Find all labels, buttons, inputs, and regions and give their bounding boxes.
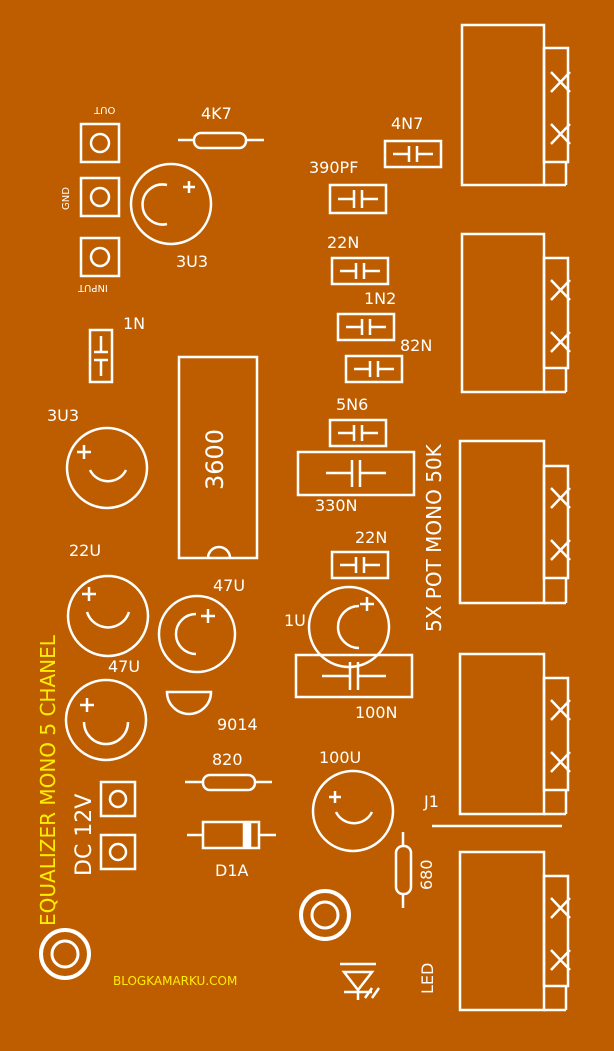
diode-d1a-symbol xyxy=(187,820,276,850)
label-4n7: 4N7 xyxy=(391,114,424,133)
capacitor-4n7-symbol xyxy=(383,139,443,169)
pad-gnd xyxy=(79,176,121,218)
label-3u3-top: 3U3 xyxy=(176,252,209,271)
label-4k7: 4K7 xyxy=(201,104,232,123)
potentiometer-5 xyxy=(458,850,571,1012)
label-out: OUT xyxy=(94,104,116,115)
label-3u3-left: 3U3 xyxy=(47,406,80,425)
capacitor-47u-left-symbol xyxy=(64,678,148,762)
capacitor-82n-symbol xyxy=(344,354,404,384)
label-gnd: GND xyxy=(61,187,72,210)
ic-label-3600: 3600 xyxy=(201,428,229,490)
potentiometer-3 xyxy=(458,439,571,605)
capacitor-22n-mid-symbol xyxy=(330,550,390,580)
label-330n: 330N xyxy=(315,496,358,515)
capacitor-390pf-symbol xyxy=(328,183,388,215)
board-title: EQUALIZER MONO 5 CHANEL xyxy=(36,635,60,926)
label-pots: 5X POT MONO 50K xyxy=(422,444,446,632)
label-82n: 82N xyxy=(400,336,433,355)
capacitor-1n2-symbol xyxy=(336,312,396,342)
resistor-4k7-symbol xyxy=(178,131,264,150)
label-680: 680 xyxy=(417,859,436,890)
capacitor-22n-top-symbol xyxy=(330,256,390,286)
pad-dc-minus xyxy=(99,833,137,871)
label-22u: 22U xyxy=(69,541,102,560)
label-100n: 100N xyxy=(355,703,398,722)
resistor-680-symbol xyxy=(394,832,413,908)
label-9014: 9014 xyxy=(217,715,258,734)
label-j1: J1 xyxy=(424,792,439,811)
led-symbol xyxy=(340,962,381,1000)
potentiometer-4 xyxy=(458,652,571,816)
capacitor-1n-symbol xyxy=(88,328,114,384)
capacitor-100n-symbol xyxy=(294,653,414,699)
capacitor-47u-right-symbol xyxy=(157,594,237,674)
capacitor-3u3-left-symbol xyxy=(65,426,149,510)
website-label: BLOGKAMARKU.COM xyxy=(113,974,238,988)
capacitor-3u3-top-symbol xyxy=(129,162,213,246)
label-5n6: 5N6 xyxy=(336,395,369,414)
label-1n: 1N xyxy=(123,314,146,333)
label-d1a: D1A xyxy=(215,861,249,880)
potentiometer-2 xyxy=(460,232,571,394)
label-22n-top: 22N xyxy=(327,233,360,252)
label-led: LED xyxy=(418,962,437,994)
capacitor-22u-symbol xyxy=(66,574,150,658)
label-1n2: 1N2 xyxy=(364,289,397,308)
label-22n-mid: 22N xyxy=(355,528,388,547)
capacitor-5n6-symbol xyxy=(328,418,388,448)
label-100u: 100U xyxy=(319,748,362,767)
label-390pf: 390PF xyxy=(309,158,359,177)
pad-out xyxy=(79,122,121,164)
pad-input xyxy=(79,236,121,278)
capacitor-330n-symbol xyxy=(296,450,416,497)
label-1u: 1U xyxy=(284,611,306,630)
mounting-hole-left xyxy=(39,928,91,980)
mounting-hole-center xyxy=(299,889,351,941)
resistor-820-symbol xyxy=(185,773,272,792)
pad-dc-plus xyxy=(99,780,137,818)
label-47u-left: 47U xyxy=(108,657,141,676)
capacitor-100u-symbol xyxy=(311,769,395,853)
label-820: 820 xyxy=(212,750,243,769)
label-47u-right: 47U xyxy=(213,576,246,595)
label-input: INPUT xyxy=(78,282,108,293)
label-dc-12v: DC 12V xyxy=(72,793,97,876)
transistor-9014-symbol xyxy=(165,690,213,716)
potentiometer-1 xyxy=(460,23,571,187)
ic-outline xyxy=(177,355,259,560)
